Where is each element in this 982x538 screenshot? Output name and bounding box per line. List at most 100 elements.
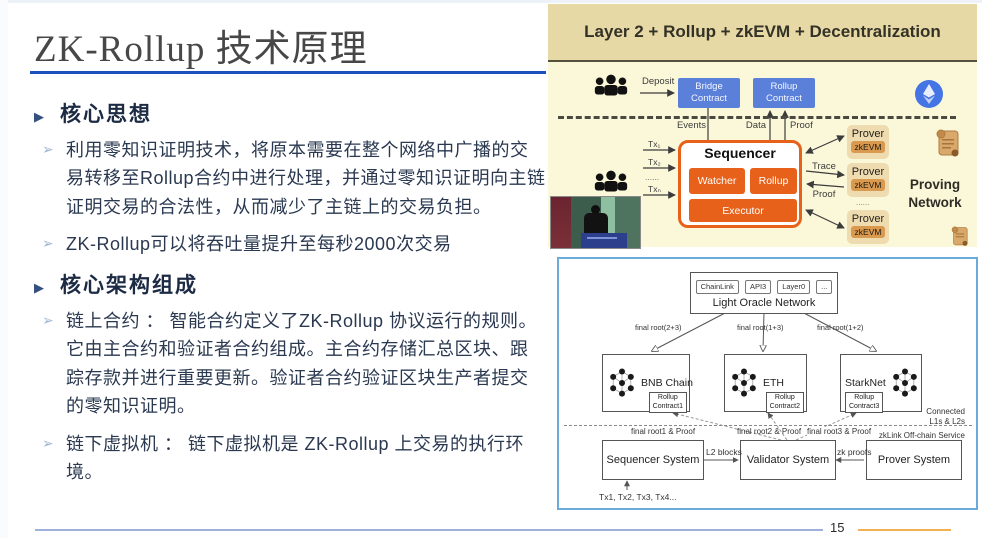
prover-box: Prover zkEVM: [847, 163, 889, 197]
zkevm-box: zkEVM: [851, 141, 885, 153]
starknet-chain-box: StarkNet Rollup Contract3: [840, 354, 922, 413]
ethereum-icon: [915, 80, 943, 108]
bullet-point-text: 利用零知识证明技术，将原本需要在整个网络中广播的交易转移至Rollup合约中进行…: [66, 140, 546, 217]
bullet-point-text: 链上合约 ： 智能合约定义了ZK-Rollup 协议运行的规则。它由主合约和验证…: [66, 310, 538, 417]
panel-title: Layer 2 + Rollup + zkEVM + Decentralizat…: [584, 22, 941, 41]
trace-proof-label: Proof: [812, 189, 836, 200]
chevron-bullet-icon: ➢: [42, 311, 55, 328]
watcher-box: Watcher: [689, 168, 745, 194]
proving-network-label: Proving Network: [908, 177, 962, 210]
section-heading-label: 核心思想: [60, 103, 152, 126]
prover-box: Prover zkEVM: [847, 210, 889, 244]
prover-system-box: Prover System: [866, 440, 962, 480]
users-group-icon: [594, 74, 628, 96]
chain-name: BNB Chain: [641, 377, 693, 389]
network-nodes-icon: [732, 368, 756, 397]
prover-box: Prover zkEVM: [847, 125, 889, 159]
trace-label: Trace: [812, 161, 836, 172]
validator-system-box: Validator System: [740, 440, 836, 480]
light-oracle-network-box: ChainLink API3 Layer0 ... Light Oracle N…: [690, 272, 838, 314]
prover-label: Prover: [851, 166, 885, 178]
rollup-contract3-box: Rollup Contract3: [845, 392, 884, 413]
bullet-point-text: 链下虚拟机 ： 链下虚拟机是 ZK-Rollup 上交易的执行环境。: [66, 433, 525, 482]
final-root-proof-label: final root3 & Proof: [807, 427, 872, 436]
sequencer-system-box: Sequencer System: [602, 440, 704, 480]
l2-blocks-label: L2 blocks: [706, 447, 742, 457]
final-root-label: final root(1+3): [737, 323, 784, 332]
executor-box: Executor: [689, 199, 797, 222]
video-left-wall: [551, 197, 571, 248]
section-heading: ▶ 核心架构组成: [34, 269, 546, 299]
scroll-icon: [936, 129, 959, 157]
bridge-contract-box: Bridge Contract: [678, 78, 740, 108]
bullet-list: ▶ 核心思想 ➢ 利用零知识证明技术，将原本需要在整个网络中广播的交易转移至Ro…: [30, 88, 546, 495]
oracle-network-label: Light Oracle Network: [712, 297, 816, 309]
more-chip: ...: [816, 280, 833, 294]
zkevm-architecture-panel: Layer 2 + Rollup + zkEVM + Decentralizat…: [548, 4, 977, 249]
section-heading-label: 核心架构组成: [60, 273, 198, 297]
offchain-divider-dashed-line: [564, 425, 972, 426]
footer-orange-line: [858, 529, 951, 531]
rollup-contract1-box: Rollup Contract1: [648, 392, 687, 413]
bullet-point: ➢ 链上合约 ： 智能合约定义了ZK-Rollup 协议运行的规则。它由主合约和…: [30, 307, 546, 421]
presenter-video-overlay: [550, 196, 641, 249]
triangle-bullet-icon: ▶: [34, 279, 46, 295]
sequencer-box: Sequencer Watcher Rollup Executor: [678, 140, 802, 228]
zkevm-box: zkEVM: [851, 226, 885, 238]
network-nodes-icon: [893, 368, 917, 397]
proof-label: Proof: [790, 120, 813, 131]
zklink-architecture-panel: ChainLink API3 Layer0 ... Light Oracle N…: [557, 257, 978, 510]
rollup-contract2-box: Rollup Contract2: [765, 392, 804, 413]
txn-label: Txₙ: [648, 184, 661, 194]
presenter-silhouette-body: [584, 213, 608, 235]
rollup-contract-box: Rollup Contract: [753, 78, 815, 108]
page-number: 15: [830, 520, 845, 535]
bullet-point: ➢ 利用零知识证明技术，将原本需要在整个网络中广播的交易转移至Rollup合约中…: [30, 136, 546, 221]
api3-chip: API3: [744, 280, 772, 294]
final-root-proof-label: final root2 & Proof: [737, 427, 802, 436]
network-nodes-icon: [610, 368, 634, 397]
zkevm-box: zkEVM: [851, 179, 885, 191]
scroll-icon: [951, 226, 968, 246]
bullet-point-text: ZK-Rollup可以将吞吐量提升至每秒2000次交易: [66, 234, 452, 255]
sequencer-label: Sequencer: [704, 145, 776, 161]
prover-label: Prover: [851, 213, 885, 225]
zklink-offchain-service-label: zkLink Off-chain Service: [878, 431, 965, 440]
layer-divider-dashed-line: [558, 116, 956, 119]
footer-blue-line: [35, 529, 823, 531]
chevron-bullet-icon: ➢: [42, 434, 55, 451]
tx-list-label: Tx1, Tx2, Tx3, Tx4...: [599, 492, 677, 502]
connected-l1s-l2s-label: Connected L1s & L2s: [926, 407, 965, 427]
bullet-point: ➢ 链下虚拟机 ： 链下虚拟机是 ZK-Rollup 上交易的执行环境。: [30, 430, 546, 487]
chain-name: ETH: [763, 377, 784, 389]
chevron-bullet-icon: ➢: [42, 141, 55, 157]
presenter-silhouette-head: [591, 205, 600, 214]
prover-label: Prover: [851, 128, 885, 140]
podium-sign: [581, 233, 627, 248]
panel-header: Layer 2 + Rollup + zkEVM + Decentralizat…: [548, 4, 977, 62]
eth-chain-box: ETH Rollup Contract2: [724, 354, 807, 413]
final-root-label: final root(2+3): [635, 323, 682, 332]
slide-top-edge: [0, 0, 982, 3]
final-root-label: final root(1+2): [817, 323, 864, 332]
title-underline: [30, 71, 546, 74]
tx1-label: Tx₁: [648, 139, 661, 149]
podium-sign-text-line: [587, 237, 617, 239]
zkevm-diagram: Deposit Bridge Contract Rollup Contract …: [548, 62, 977, 249]
bullet-point: ➢ ZK-Rollup可以将吞吐量提升至每秒2000次交易: [30, 230, 546, 258]
tx2-label: Tx₂: [648, 157, 661, 167]
section-heading: ▶ 核心思想: [34, 98, 546, 128]
oracle-providers-row: ChainLink API3 Layer0 ...: [691, 280, 837, 294]
slide-left-edge: [0, 0, 8, 538]
users-group-icon: [594, 170, 628, 192]
chevron-bullet-icon: ➢: [42, 235, 55, 252]
bnb-chain-box: BNB Chain Rollup Contract1: [602, 354, 693, 413]
triangle-bullet-icon: ▶: [34, 109, 46, 124]
final-root-proof-label: final root1 & Proof: [631, 427, 696, 436]
chainlink-chip: ChainLink: [695, 280, 739, 294]
chain-name: StarkNet: [845, 377, 886, 389]
layer0-chip: Layer0: [777, 280, 811, 294]
tx-dots-label: ......: [645, 172, 660, 182]
zk-proofs-label: zk proofs: [837, 447, 872, 457]
